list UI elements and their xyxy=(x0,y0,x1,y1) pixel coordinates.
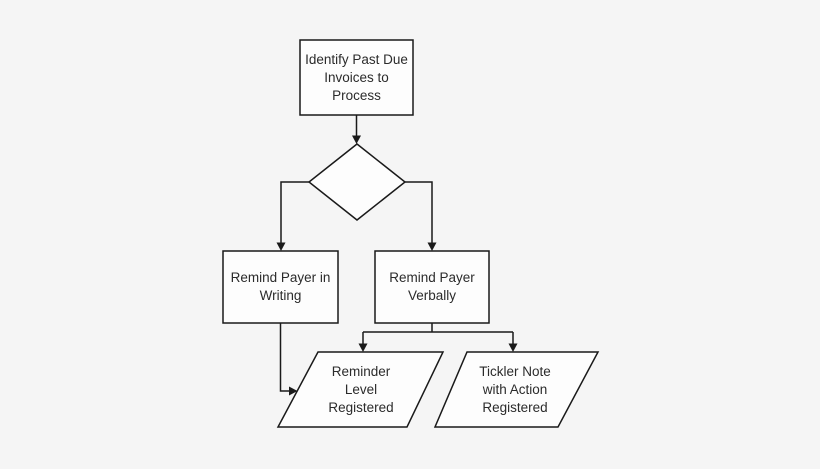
node-identify-past-due-label: Identify Past Due Invoices to Process xyxy=(305,51,408,103)
down-arrow-icon xyxy=(352,135,361,144)
down-arrow-icon xyxy=(276,242,286,251)
node-decision-label xyxy=(309,144,405,220)
node-tickler-note-label: Tickler Note with Action Registered xyxy=(479,363,551,415)
node-remind-verbally-label: Remind Payer Verbally xyxy=(389,270,475,303)
down-arrow-icon xyxy=(358,343,368,352)
node-reminder-level-shape xyxy=(276,351,445,428)
down-arrow-icon xyxy=(427,242,437,251)
connector-remind-in-writing-to-reminder-level xyxy=(279,323,298,396)
connector-remind-verbally-branch xyxy=(358,323,518,352)
node-reminder-level-label: Reminder Level Registered xyxy=(328,363,394,415)
node-tickler-note-shape xyxy=(433,351,600,428)
node-remind-verbally-shape xyxy=(374,250,490,324)
connector-decision-to-remind-verbally xyxy=(405,181,437,251)
connector-decision-to-remind-in-writing xyxy=(276,181,309,251)
node-decision-diamond-shape xyxy=(307,143,407,221)
node-identify-past-due-shape xyxy=(299,39,414,116)
down-arrow-icon xyxy=(508,343,518,352)
connector-identify-to-decision xyxy=(352,115,361,144)
right-arrow-icon xyxy=(289,386,298,396)
node-remind-in-writing-label: Remind Payer in Writing xyxy=(230,270,331,303)
